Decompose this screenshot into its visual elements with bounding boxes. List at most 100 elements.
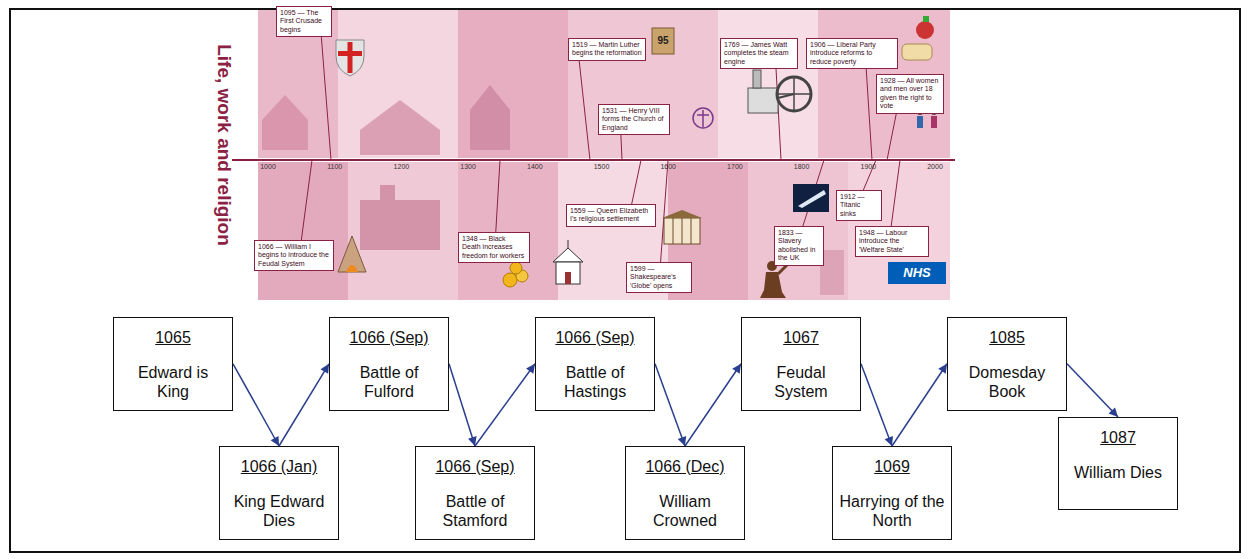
collage-tile xyxy=(718,10,818,158)
arrow-line xyxy=(475,364,535,446)
timeline-callout: 1599 — Shakespeare's 'Globe' opens xyxy=(626,262,692,293)
flow-arrow xyxy=(892,364,947,446)
church-spire xyxy=(568,240,569,248)
theatre-beam xyxy=(682,218,683,244)
feudal-tent xyxy=(338,236,366,272)
cross-icon xyxy=(693,108,713,128)
leader-line xyxy=(300,160,312,250)
axis-line xyxy=(232,159,955,161)
collage-tile xyxy=(458,162,558,300)
event-date: 1066 (Sep) xyxy=(435,457,514,476)
event-box: 1066 (Sep)Battle of Hastings xyxy=(535,317,655,411)
arrowhead xyxy=(938,364,947,374)
shield-shape xyxy=(336,40,364,76)
callout-text: 1519 — Martin Luther begins the reformat… xyxy=(572,41,642,58)
church-door xyxy=(565,272,571,284)
arrow-line xyxy=(279,364,329,446)
engine-body xyxy=(748,88,778,113)
titanic-photo xyxy=(793,184,829,212)
theatre-body xyxy=(664,218,700,244)
year-label: 1700 xyxy=(720,163,750,170)
arrow-line xyxy=(449,364,475,446)
year-label: 1000 xyxy=(253,163,283,170)
engine-wheel xyxy=(777,77,811,111)
event-name: Battle of Hastings xyxy=(542,363,648,401)
callout-text: 1095 — The First Crusade begins xyxy=(280,9,328,34)
flow-arrow xyxy=(279,364,329,446)
figure-body xyxy=(917,116,923,128)
year-label: 1300 xyxy=(453,163,483,170)
flow-arrow xyxy=(233,364,279,446)
tent-shape xyxy=(338,236,366,272)
callout-text: 1559 — Queen Elizabeth I's religious set… xyxy=(570,207,652,224)
year-label: 1100 xyxy=(320,163,350,170)
event-box: 1069Harrying of the North xyxy=(832,446,952,540)
leader-line xyxy=(660,160,668,270)
arrow-line xyxy=(892,364,947,446)
event-box: 1065Edward is King xyxy=(113,317,233,411)
event-box: 1066 (Sep)Battle of Fulford xyxy=(329,317,449,411)
arrow-line xyxy=(861,364,892,446)
timeline-callout: 1066 — William I begins to introduce the… xyxy=(254,240,334,271)
house-silhouette xyxy=(262,95,308,150)
coin-bags xyxy=(503,262,528,287)
event-name: William Crowned xyxy=(632,492,738,530)
callout-text: 1833 — Slavery abolished in the UK xyxy=(778,229,820,263)
timeline-callout: 1912 — Titanic sinks xyxy=(836,190,882,221)
arrowhead xyxy=(1109,407,1118,417)
arrow-line xyxy=(233,364,279,446)
timeline-callout: 1348 — Black Death increases freedom for… xyxy=(458,232,530,263)
collage-tile xyxy=(458,10,568,158)
church-roof xyxy=(553,248,583,262)
event-name: Battle of Stamford xyxy=(422,492,528,530)
event-name: King Edward Dies xyxy=(226,492,332,530)
leader-line xyxy=(578,50,590,160)
year-label: 2000 xyxy=(920,163,950,170)
callout-text: 1531 — Henry VIII forms the Church of En… xyxy=(602,107,666,132)
event-name: William Dies xyxy=(1074,463,1162,482)
timeline-callout: 1833 — Slavery abolished in the UK xyxy=(774,226,824,266)
coin xyxy=(503,273,517,287)
nhs-logo-text: NHS xyxy=(888,265,946,280)
timeline-callout: 1531 — Henry VIII forms the Church of En… xyxy=(598,104,670,135)
event-box: 1066 (Jan)King Edward Dies xyxy=(219,446,339,540)
engine-chimney xyxy=(753,70,761,88)
timeline-callout: 1769 — James Watt completes the steam en… xyxy=(720,38,798,69)
timeline-callout: 1519 — Martin Luther begins the reformat… xyxy=(568,38,646,61)
event-date: 1067 xyxy=(783,328,819,347)
leader-line xyxy=(320,20,331,160)
event-name: Harrying of the North xyxy=(839,492,945,530)
cross-bar xyxy=(702,110,704,127)
theses-number: 95 xyxy=(652,35,674,46)
timeline-axis xyxy=(232,160,955,161)
figure-body xyxy=(760,272,786,298)
theatre-beam xyxy=(691,218,692,244)
arrowhead xyxy=(885,436,893,446)
callout-text: 1948 — Labour introduce the 'Welfare Sta… xyxy=(859,229,925,254)
year-label: 1800 xyxy=(787,163,817,170)
collage-tile xyxy=(848,162,950,300)
church-body xyxy=(556,262,580,284)
collage-tile xyxy=(568,10,718,158)
event-name: Domesday Book xyxy=(954,363,1060,401)
flow-arrow xyxy=(685,364,741,446)
event-date: 1087 xyxy=(1100,428,1136,447)
crusade-shield xyxy=(336,40,364,76)
year-label: 1900 xyxy=(853,163,883,170)
arrowhead xyxy=(271,436,279,446)
diagram-title: Life, work and religion xyxy=(212,0,236,295)
cross-circle xyxy=(693,108,713,128)
apple-leaf xyxy=(923,16,929,22)
nhs-logo xyxy=(888,262,946,284)
arrowhead xyxy=(678,436,686,446)
event-name: Edward is King xyxy=(120,363,226,401)
event-name: Battle of Fulford xyxy=(336,363,442,401)
callout-text: 1066 — William I begins to introduce the… xyxy=(258,243,330,268)
event-date: 1066 (Dec) xyxy=(645,457,724,476)
bonfire-flame xyxy=(346,265,358,272)
callout-text: 1348 — Black Death increases freedom for… xyxy=(462,235,526,260)
steam-engine xyxy=(748,70,811,113)
collage-tile xyxy=(338,10,458,158)
nhs-logo-box xyxy=(888,262,946,284)
